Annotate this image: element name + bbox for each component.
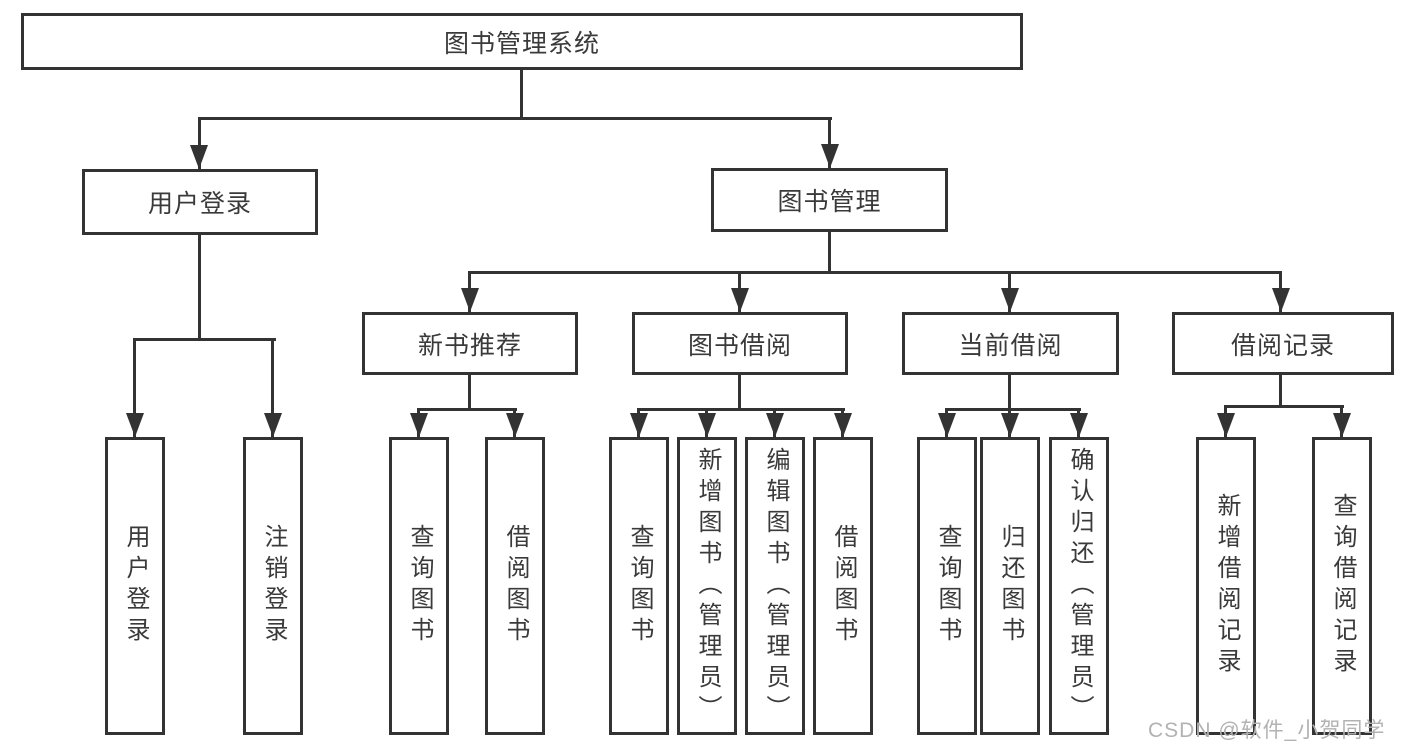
node-leaf-borrow-book-borrow: 借阅图书 xyxy=(813,437,873,735)
node-leaf-query-book-current-label: 查询图书 xyxy=(934,524,961,648)
connector-user-login-stem xyxy=(198,234,201,340)
arrow-down-new-book-rec-icon xyxy=(461,288,479,312)
csdn-watermark: CSDN @软件_小贺同学 xyxy=(1148,719,1386,742)
arrow-down-leaf-query-record-icon xyxy=(1333,413,1351,437)
node-user-login-label: 用户登录 xyxy=(147,190,252,218)
connector-user-login-rail xyxy=(133,338,276,341)
connector-new-book-rec-stem xyxy=(468,375,471,411)
arrow-down-leaf-add-record-icon xyxy=(1217,413,1235,437)
connector-book-borrow-rail xyxy=(637,408,845,411)
arrow-down-leaf-user-login-icon xyxy=(126,413,144,437)
node-borrow-record: 借阅记录 xyxy=(1172,312,1394,375)
arrow-down-leaf-add-book-icon xyxy=(698,413,716,437)
node-leaf-user-login-label: 用户登录 xyxy=(122,524,149,648)
arrow-down-user-login-icon xyxy=(190,145,208,169)
node-new-book-rec: 新书推荐 xyxy=(362,312,578,375)
connector-current-borrow-stem xyxy=(1008,375,1011,437)
arrow-down-leaf-query-book-borrow-icon xyxy=(630,413,648,437)
arrow-down-borrow-record-icon xyxy=(1272,288,1290,312)
arrow-down-leaf-borrow-book-borrow-icon xyxy=(834,413,852,437)
arrow-down-leaf-logout-icon xyxy=(264,413,282,437)
node-root: 图书管理系统 xyxy=(21,13,1023,70)
node-leaf-edit-book-label: 编辑图书（管理员） xyxy=(762,446,789,726)
node-borrow-record-label: 借阅记录 xyxy=(1230,331,1335,360)
node-leaf-confirm-return: 确认归还（管理员） xyxy=(1049,437,1109,735)
connector-root-stem xyxy=(520,69,523,118)
connector-drop-leaf-user-login xyxy=(133,338,136,437)
node-book-mgmt: 图书管理 xyxy=(711,168,948,232)
node-leaf-return-book: 归还图书 xyxy=(980,437,1040,735)
node-new-book-rec-label: 新书推荐 xyxy=(417,331,522,360)
connector-book-mgmt-stem xyxy=(828,232,831,274)
node-leaf-add-book-label: 新增图书（管理员） xyxy=(694,446,721,726)
node-user-login: 用户登录 xyxy=(82,169,318,235)
node-leaf-query-book-borrow-label: 查询图书 xyxy=(626,524,653,648)
connector-drop-book-mgmt xyxy=(828,117,831,168)
node-leaf-add-record: 新增借阅记录 xyxy=(1196,437,1256,735)
arrow-down-leaf-borrow-book-rec-icon xyxy=(506,413,524,437)
node-current-borrow: 当前借阅 xyxy=(902,312,1119,375)
node-book-mgmt-label: 图书管理 xyxy=(777,188,882,216)
connector-new-book-rec-rail xyxy=(417,408,517,411)
node-leaf-logout: 注销登录 xyxy=(243,437,303,735)
node-current-borrow-label: 当前借阅 xyxy=(958,331,1063,360)
node-leaf-query-book-current: 查询图书 xyxy=(917,437,977,735)
arrow-down-book-borrow-icon xyxy=(731,288,749,312)
node-leaf-borrow-book-borrow-label: 借阅图书 xyxy=(830,524,857,648)
connector-book-mgmt-rail xyxy=(468,271,1282,274)
node-leaf-query-record-label: 查询借阅记录 xyxy=(1329,493,1356,679)
node-book-borrow-label: 图书借阅 xyxy=(687,331,792,360)
connector-borrow-record-stem xyxy=(1279,375,1282,408)
arrow-down-book-mgmt-icon xyxy=(821,144,839,168)
node-leaf-edit-book: 编辑图书（管理员） xyxy=(745,437,805,735)
node-leaf-add-book: 新增图书（管理员） xyxy=(677,437,737,735)
node-leaf-add-record-label: 新增借阅记录 xyxy=(1213,493,1240,679)
connector-book-borrow-stem xyxy=(738,375,741,411)
arrow-down-leaf-edit-book-icon xyxy=(766,413,784,437)
node-leaf-query-book-rec: 查询图书 xyxy=(389,437,449,735)
node-leaf-borrow-book-rec: 借阅图书 xyxy=(485,437,545,735)
arrow-down-leaf-query-book-current-icon xyxy=(938,413,956,437)
connector-borrow-record-rail xyxy=(1224,405,1344,408)
node-book-borrow: 图书借阅 xyxy=(632,312,848,375)
node-leaf-borrow-book-rec-label: 借阅图书 xyxy=(502,524,529,648)
node-leaf-logout-label: 注销登录 xyxy=(260,524,287,648)
node-root-label: 图书管理系统 xyxy=(443,29,600,58)
arrow-down-current-borrow-icon xyxy=(1001,288,1019,312)
arrow-down-leaf-return-book-icon xyxy=(1001,413,1019,437)
node-leaf-return-book-label: 归还图书 xyxy=(997,524,1024,648)
node-leaf-user-login: 用户登录 xyxy=(105,437,165,735)
node-leaf-query-book-rec-label: 查询图书 xyxy=(406,524,433,648)
connector-root-rail xyxy=(198,117,832,120)
connector-drop-leaf-logout xyxy=(271,338,274,437)
arrow-down-leaf-confirm-return-icon xyxy=(1070,413,1088,437)
connector-current-borrow-rail xyxy=(945,408,1081,411)
node-leaf-query-record: 查询借阅记录 xyxy=(1312,437,1372,735)
node-leaf-confirm-return-label: 确认归还（管理员） xyxy=(1066,446,1093,726)
connector-drop-user-login xyxy=(198,117,201,169)
arrow-down-leaf-query-book-rec-icon xyxy=(410,413,428,437)
node-leaf-query-book-borrow: 查询图书 xyxy=(609,437,669,735)
